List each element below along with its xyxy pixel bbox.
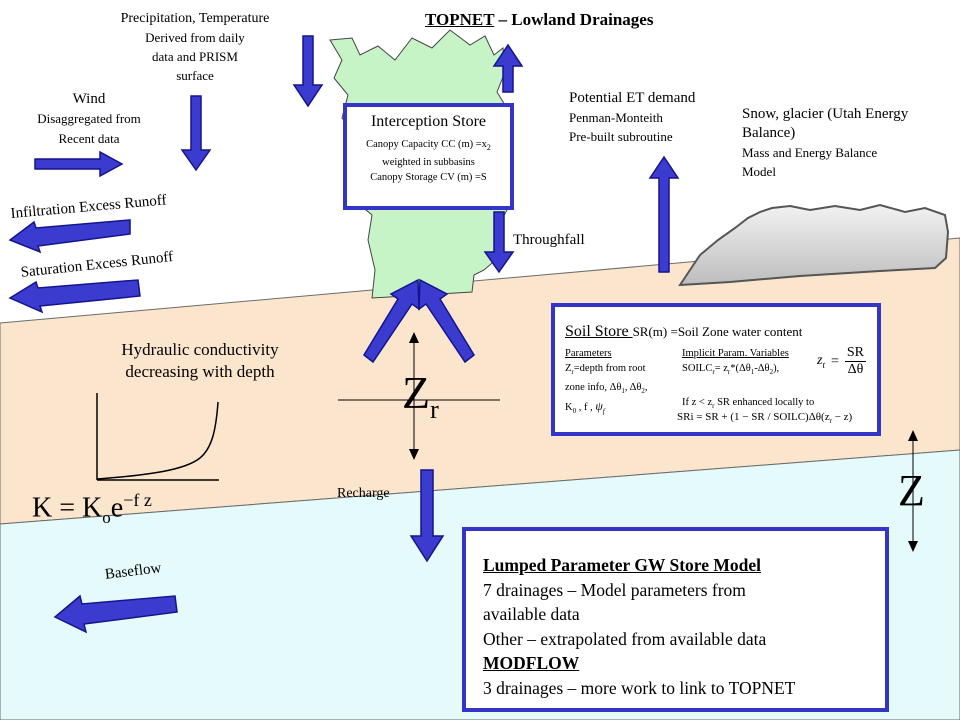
soil-parameters: Parameters Zr=depth from root zone info,… bbox=[565, 348, 648, 416]
flow-arrows bbox=[8, 35, 680, 634]
soil-zt-equation: zt = SR Δθ bbox=[817, 345, 866, 377]
snow-label: Snow, glacier (Utah Energy Balance) Mass… bbox=[742, 106, 909, 179]
soil-store-box: Soil Store SR(m) =Soil Zone water conten… bbox=[551, 303, 881, 436]
throughfall-arrow bbox=[483, 211, 515, 274]
precip-arrow-1 bbox=[180, 95, 212, 172]
gw-line-2: available data bbox=[483, 604, 580, 624]
snow-glacier bbox=[678, 203, 950, 287]
interception-details: Canopy Capacity CC (m) =x2 weighted in s… bbox=[366, 139, 491, 184]
pet-arrow bbox=[648, 155, 680, 273]
baseflow-arrow bbox=[53, 594, 178, 634]
zr-depth-marker bbox=[338, 332, 500, 460]
gw-line-3: Other – extrapolated from available data bbox=[483, 628, 767, 649]
recharge-arrow bbox=[409, 469, 445, 563]
soil-implicit-variables: Implicit Param. Variables SOILCr= zr*(Δθ… bbox=[682, 348, 815, 411]
soil-up-arrow-right bbox=[418, 278, 475, 364]
soil-sri-equation: SRi = SR + (1 − SR / SOILC)Δθ(zr − z) bbox=[677, 411, 853, 426]
soil-store-title: Soil Store bbox=[565, 323, 633, 340]
wind-arrow bbox=[34, 150, 124, 178]
gw-store-box: Lumped Parameter GW Store Model 7 draina… bbox=[462, 527, 889, 712]
evap-arrow bbox=[492, 43, 524, 93]
gw-modflow: MODFLOW bbox=[483, 653, 580, 673]
soil-up-arrow-left bbox=[363, 278, 420, 364]
title-topnet: TOPNET bbox=[425, 10, 495, 29]
gw-line-4: 3 drainages – more work to link to TOPNE… bbox=[483, 677, 796, 698]
precip-arrow-2 bbox=[292, 35, 324, 108]
soil-store-description: SR(m) =Soil Zone water content bbox=[632, 324, 803, 339]
saturation-runoff-arrow bbox=[8, 279, 141, 314]
title-rest: – Lowland Drainages bbox=[494, 10, 654, 29]
gw-line-1: 7 drainages – Model parameters from bbox=[483, 579, 746, 600]
conductivity-formula: K = Koe−f z bbox=[32, 490, 152, 527]
conductivity-plot bbox=[96, 393, 219, 481]
gw-store-title: Lumped Parameter GW Store Model bbox=[483, 555, 762, 575]
soil-store-header: Soil Store SR(m) =Soil Zone water conten… bbox=[565, 323, 871, 341]
z-depth-marker bbox=[908, 430, 918, 552]
z-label: Z bbox=[898, 466, 925, 515]
wind-label: Wind Disaggregated from Recent data bbox=[37, 91, 141, 146]
interception-store-box: Interception Store Canopy Capacity CC (m… bbox=[343, 103, 514, 210]
page-title: TOPNET – Lowland Drainages bbox=[425, 10, 653, 30]
precip-label: Precipitation, Temperature Derived from … bbox=[120, 11, 270, 83]
hydraulic-conductivity-label: Hydraulic conductivity decreasing with d… bbox=[121, 340, 279, 381]
recharge-label: Recharge bbox=[337, 486, 390, 501]
infiltration-runoff-arrow bbox=[8, 219, 131, 254]
interception-title: Interception Store bbox=[370, 113, 487, 130]
pet-label: Potential ET demand Penman-Monteith Pre-… bbox=[569, 90, 696, 144]
throughfall-label: Throughfall bbox=[513, 232, 585, 248]
zr-label: Zr bbox=[402, 367, 439, 425]
